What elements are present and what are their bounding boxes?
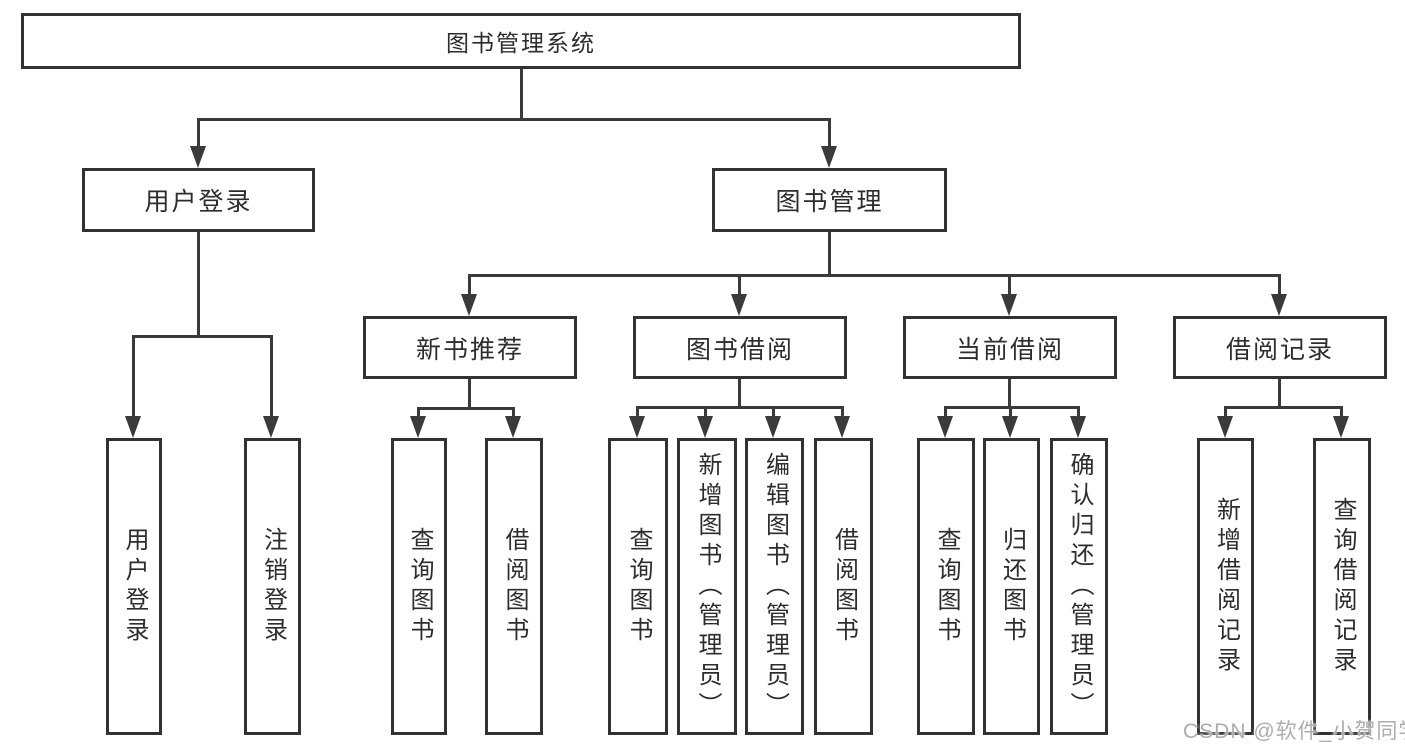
connector-line xyxy=(197,232,200,335)
connector-line xyxy=(828,232,831,274)
leaf-borrow-books-recommend: 借阅图书 xyxy=(485,438,543,735)
node-label: 确认归还（管理员） xyxy=(1066,451,1093,722)
connector-line xyxy=(417,407,515,410)
leaf-query-books-borrowing: 查询图书 xyxy=(608,438,668,735)
arrow-down-icon xyxy=(1001,294,1017,316)
connector-line xyxy=(636,406,639,418)
leaf-borrow-books: 借阅图书 xyxy=(814,438,873,735)
connector-line xyxy=(1008,274,1011,296)
arrow-down-icon xyxy=(821,146,837,168)
connector-line xyxy=(468,274,1281,277)
arrow-down-icon xyxy=(1070,416,1086,438)
connector-line xyxy=(944,406,947,418)
arrow-down-icon xyxy=(834,416,850,438)
csdn-watermark: CSDN @软件_小贺同学 xyxy=(1183,720,1405,743)
node-label: 图书管理系统 xyxy=(446,30,596,56)
connector-line xyxy=(512,407,515,418)
leaf-add-books-admin: 新增图书（管理员） xyxy=(677,438,737,735)
leaf-add-borrow-record: 新增借阅记录 xyxy=(1197,438,1254,735)
node-label: 新书推荐 xyxy=(415,335,524,364)
connector-line xyxy=(1224,406,1227,418)
arrow-down-icon xyxy=(629,416,645,438)
leaf-query-borrow-record: 查询借阅记录 xyxy=(1313,438,1371,735)
node-new-book-recommend: 新书推荐 xyxy=(363,316,577,379)
node-book-borrowing: 图书借阅 xyxy=(633,316,847,379)
arrow-down-icon xyxy=(1002,416,1018,438)
node-label: 图书管理 xyxy=(775,188,884,216)
connector-line xyxy=(1278,379,1281,406)
arrow-down-icon xyxy=(1271,294,1287,316)
connector-line xyxy=(1278,274,1281,296)
connector-line xyxy=(197,118,200,148)
node-label: 新增借阅记录 xyxy=(1212,496,1240,677)
arrow-down-icon xyxy=(731,294,747,316)
connector-line xyxy=(1008,379,1011,406)
arrow-down-icon xyxy=(461,294,477,316)
node-label: 查询借阅记录 xyxy=(1329,496,1356,677)
node-label: 借阅图书 xyxy=(830,526,858,647)
node-label: 用户登录 xyxy=(144,188,253,216)
arrow-down-icon xyxy=(190,146,206,168)
connector-line xyxy=(738,274,741,296)
leaf-return-books: 归还图书 xyxy=(983,438,1040,735)
connector-line xyxy=(1340,406,1343,418)
connector-line xyxy=(132,335,135,418)
connector-line xyxy=(841,406,844,418)
node-label: 借阅图书 xyxy=(501,526,528,647)
node-label: 用户登录 xyxy=(121,526,148,647)
leaf-user-login: 用户登录 xyxy=(106,438,162,735)
node-label: 注销登录 xyxy=(259,526,287,647)
node-label: 图书借阅 xyxy=(685,335,794,364)
connector-line xyxy=(636,406,844,409)
connector-line xyxy=(132,335,273,338)
connector-line xyxy=(417,407,420,418)
leaf-confirm-return-admin: 确认归还（管理员） xyxy=(1050,438,1108,735)
arrow-down-icon xyxy=(697,416,713,438)
arrow-down-icon xyxy=(765,416,781,438)
connector-line xyxy=(1224,406,1343,409)
node-label: 归还图书 xyxy=(998,526,1026,647)
node-label: 编辑图书（管理员） xyxy=(761,451,789,722)
leaf-edit-books-admin: 编辑图书（管理员） xyxy=(745,438,804,735)
connector-line xyxy=(270,335,273,418)
leaf-query-books-current: 查询图书 xyxy=(917,438,975,735)
connector-line xyxy=(704,406,707,418)
connector-line xyxy=(772,406,775,418)
node-label: 借阅记录 xyxy=(1225,335,1334,364)
connector-line xyxy=(828,118,831,148)
connector-line xyxy=(468,274,471,296)
node-label: 查询图书 xyxy=(625,526,652,647)
connector-line xyxy=(944,406,1080,409)
node-current-borrowing: 当前借阅 xyxy=(903,316,1117,379)
leaf-logout: 注销登录 xyxy=(244,438,301,735)
arrow-down-icon xyxy=(1217,416,1233,438)
node-library-management-system: 图书管理系统 xyxy=(21,13,1021,69)
connector-line xyxy=(738,379,741,406)
node-label: 当前借阅 xyxy=(955,335,1064,364)
node-borrowing-records: 借阅记录 xyxy=(1173,316,1387,379)
node-label: 查询图书 xyxy=(406,526,433,647)
arrow-down-icon xyxy=(125,416,141,438)
arrow-down-icon xyxy=(1333,416,1349,438)
arrow-down-icon xyxy=(263,416,279,438)
node-label: 新增图书（管理员） xyxy=(694,451,721,722)
connector-line xyxy=(468,379,471,407)
arrow-down-icon xyxy=(410,416,426,438)
node-label: 查询图书 xyxy=(933,526,960,647)
connector-line xyxy=(1077,406,1080,418)
leaf-query-books-recommend: 查询图书 xyxy=(391,438,447,735)
arrow-down-icon xyxy=(505,416,521,438)
connector-line xyxy=(520,69,523,118)
connector-line xyxy=(197,118,831,121)
node-user-login: 用户登录 xyxy=(82,168,315,232)
node-book-management: 图书管理 xyxy=(712,168,947,232)
arrow-down-icon xyxy=(937,416,953,438)
connector-line xyxy=(1009,406,1012,418)
